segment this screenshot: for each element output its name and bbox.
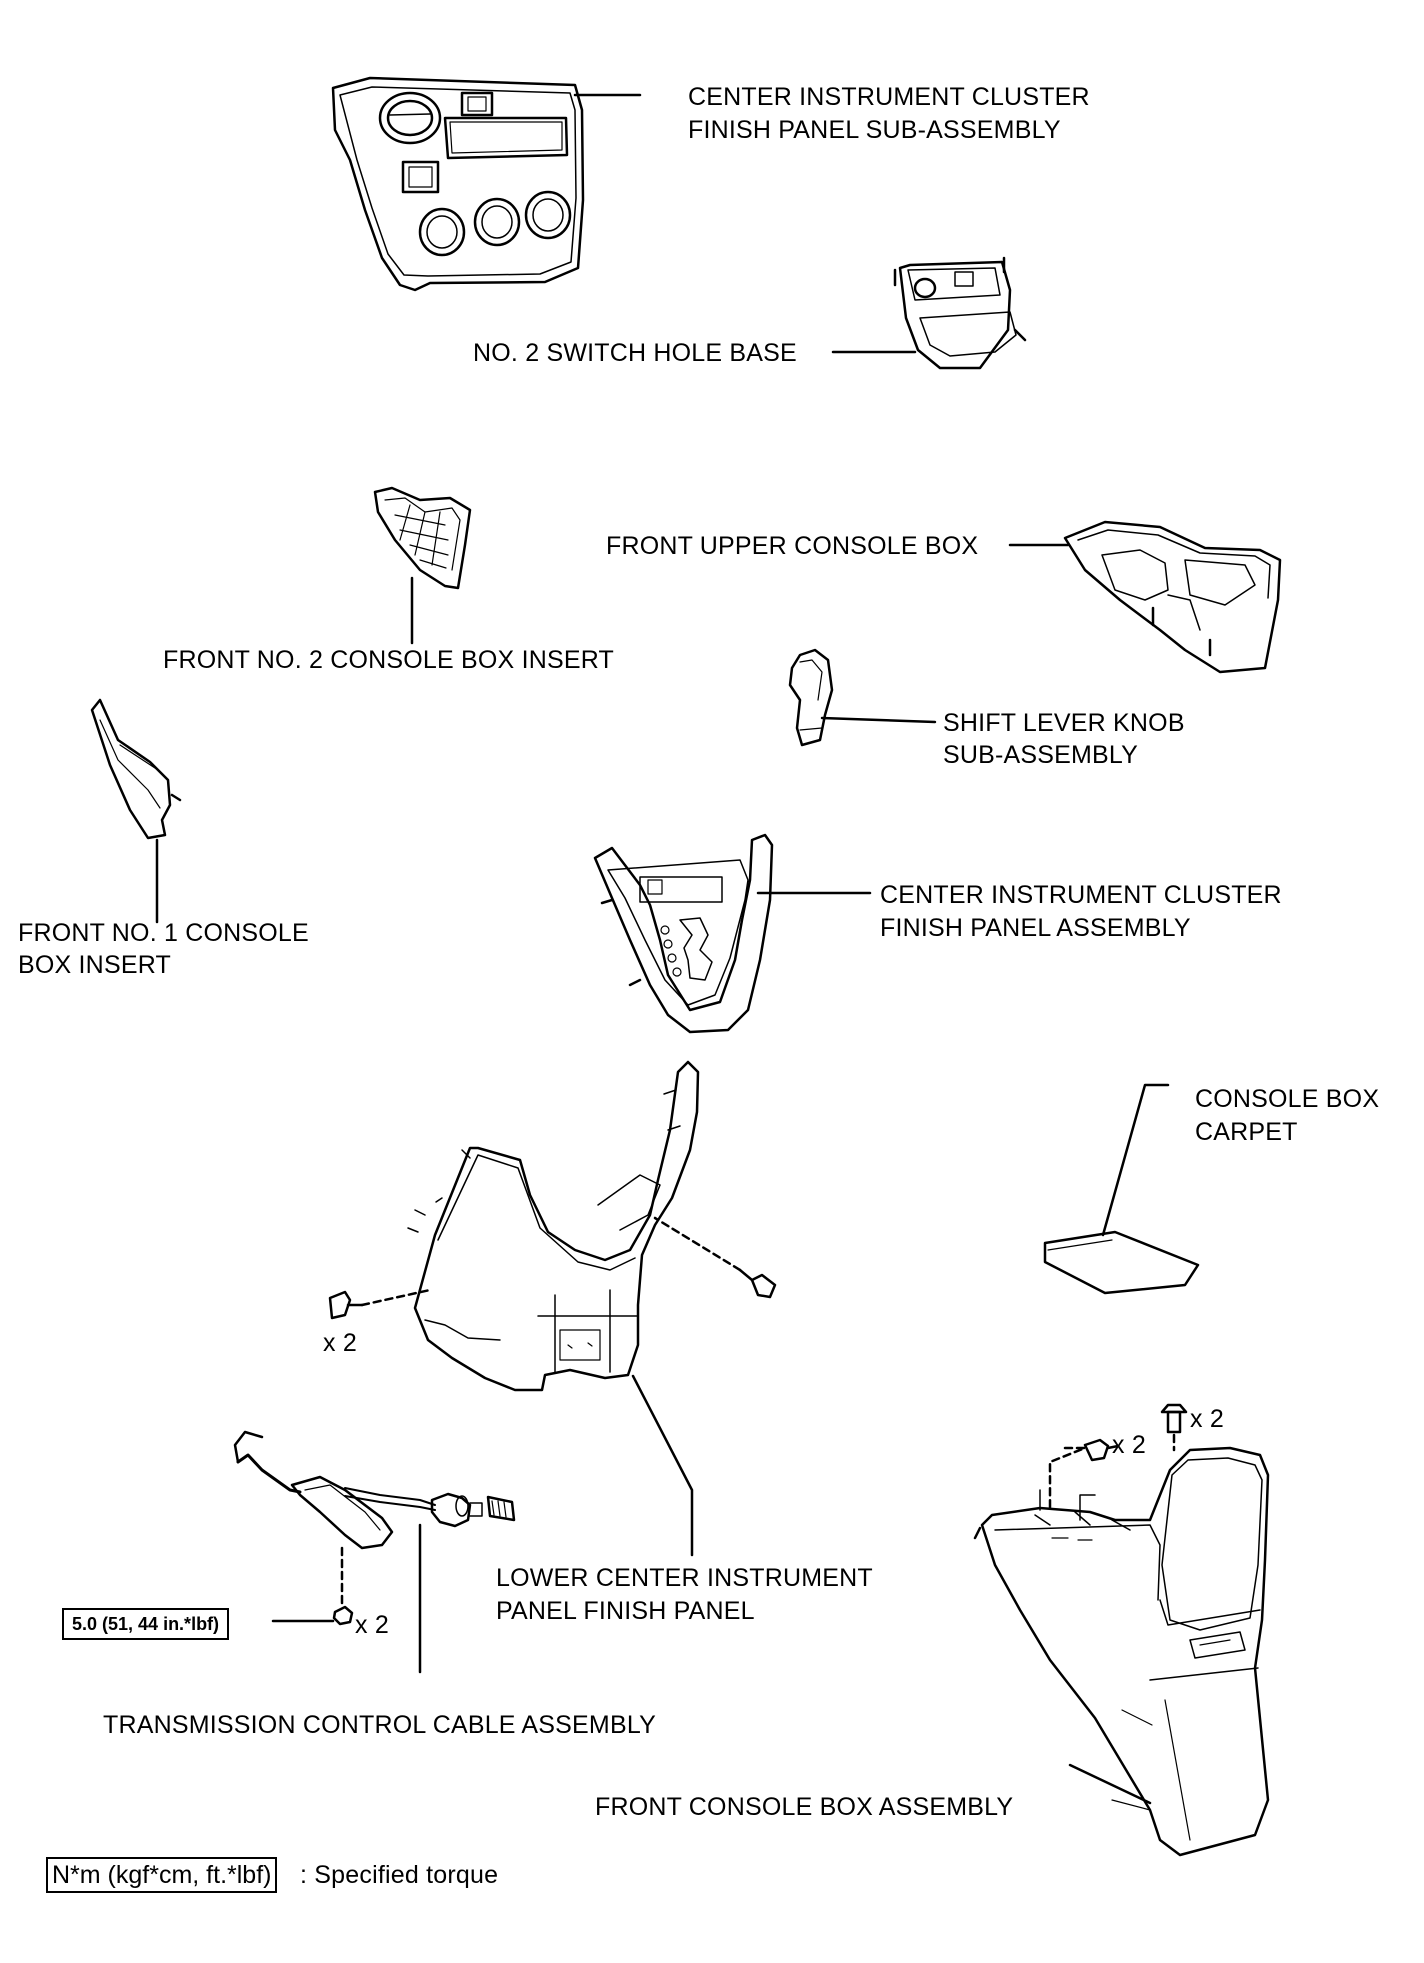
- label-shift-knob-line1: SHIFT LEVER KNOB: [943, 709, 1185, 737]
- qty-cable-nut: x 2: [355, 1611, 389, 1639]
- switch-hole-base-part: [831, 256, 1027, 370]
- torque-spec-box: 5.0 (51, 44 in.*lbf): [62, 1608, 230, 1640]
- label-center-cluster-assy-line1: CENTER INSTRUMENT CLUSTER: [880, 881, 1282, 909]
- transmission-cable-part: [233, 1430, 516, 1674]
- screw-fastener-right: [653, 1216, 777, 1299]
- front-no1-console-insert-part: [90, 698, 182, 924]
- qty-console-bolt: x 2: [1190, 1405, 1224, 1433]
- shift-lever-knob-part: [788, 648, 937, 747]
- label-lower-center-panel-line1: LOWER CENTER INSTRUMENT: [496, 1564, 873, 1592]
- label-console-carpet-line1: CONSOLE BOX: [1195, 1085, 1380, 1113]
- label-lower-center-panel-line2: PANEL FINISH PANEL: [496, 1597, 755, 1625]
- legend-torque-units-box: N*m (kgf*cm, ft.*lbf): [46, 1857, 278, 1893]
- label-front-no2-console-insert: FRONT NO. 2 CONSOLE BOX INSERT: [163, 646, 614, 674]
- label-front-no1-insert-line1: FRONT NO. 1 CONSOLE: [18, 919, 309, 947]
- label-console-carpet-line2: CARPET: [1195, 1118, 1298, 1146]
- label-switch-hole-base: NO. 2 SWITCH HOLE BASE: [473, 339, 797, 367]
- center-cluster-assembly-part: [593, 833, 872, 1034]
- console-box-carpet-part: [1043, 1083, 1200, 1295]
- label-front-console-box-assembly: FRONT CONSOLE BOX ASSEMBLY: [595, 1793, 1014, 1821]
- center-cluster-sub-assembly-part: [331, 76, 642, 292]
- label-center-cluster-sub-line1: CENTER INSTRUMENT CLUSTER: [688, 83, 1090, 111]
- qty-console-screw: x 2: [1112, 1431, 1146, 1459]
- clip-fastener-left: [328, 1288, 432, 1320]
- label-center-cluster-assy-line2: FINISH PANEL ASSEMBLY: [880, 914, 1191, 942]
- legend-specified-torque-text: : Specified torque: [300, 1861, 499, 1889]
- label-front-upper-console-box: FRONT UPPER CONSOLE BOX: [606, 532, 979, 560]
- front-console-box-assembly-part: [973, 1403, 1270, 1857]
- front-upper-console-box-part: [1008, 520, 1282, 674]
- label-front-no1-insert-line2: BOX INSERT: [18, 951, 171, 979]
- label-center-cluster-sub-line2: FINISH PANEL SUB-ASSEMBLY: [688, 116, 1061, 144]
- front-no2-console-insert-part: [373, 486, 472, 645]
- lower-center-panel-part: [407, 1060, 700, 1557]
- label-transmission-cable: TRANSMISSION CONTROL CABLE ASSEMBLY: [103, 1711, 656, 1739]
- label-shift-knob-line2: SUB-ASSEMBLY: [943, 741, 1139, 769]
- qty-clip-left: x 2: [323, 1329, 357, 1357]
